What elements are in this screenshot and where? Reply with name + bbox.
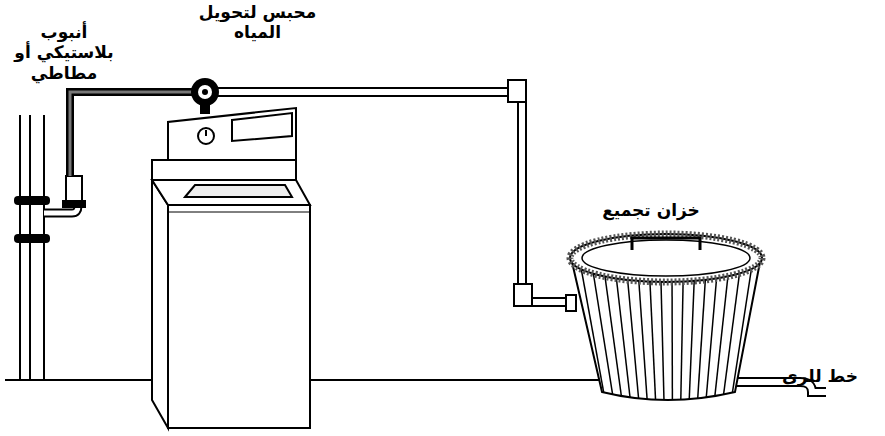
diverter-valve xyxy=(191,78,219,114)
wall-pipe xyxy=(20,115,44,380)
washing-machine xyxy=(152,108,310,428)
collection-tank xyxy=(566,234,762,405)
pipe-fitting xyxy=(14,196,50,243)
pipe-label: أنبوب بلاستيكي أو مطاطي xyxy=(4,22,124,83)
hose-connector xyxy=(66,176,82,202)
irrigation-label: خط للري xyxy=(770,366,870,386)
tank-label: خزان تجميع xyxy=(596,200,706,220)
valve-label: محبس لتحويل المياه xyxy=(195,2,320,43)
